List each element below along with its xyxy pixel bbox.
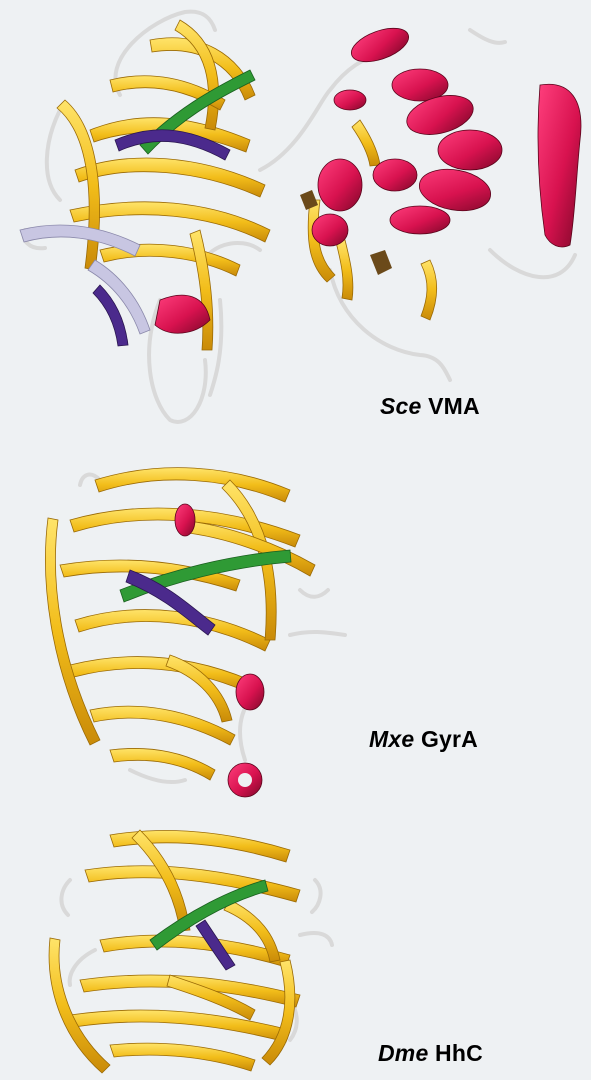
protein-name: VMA [428, 393, 480, 419]
label-sce-vma: Sce VMA [380, 393, 480, 420]
label-mxe-gyra: Mxe GyrA [369, 726, 478, 753]
species-abbrev: Mxe [369, 726, 414, 752]
sce-vma-structure [20, 12, 581, 422]
species-abbrev: Dme [378, 1040, 428, 1066]
protein-name: HhC [435, 1040, 483, 1066]
species-abbrev: Sce [380, 393, 422, 419]
label-dme-hhc: Dme HhC [378, 1040, 483, 1067]
protein-name: GyrA [421, 726, 478, 752]
mxe-gyra-structure [45, 468, 345, 797]
dme-hhc-structure [49, 830, 332, 1073]
